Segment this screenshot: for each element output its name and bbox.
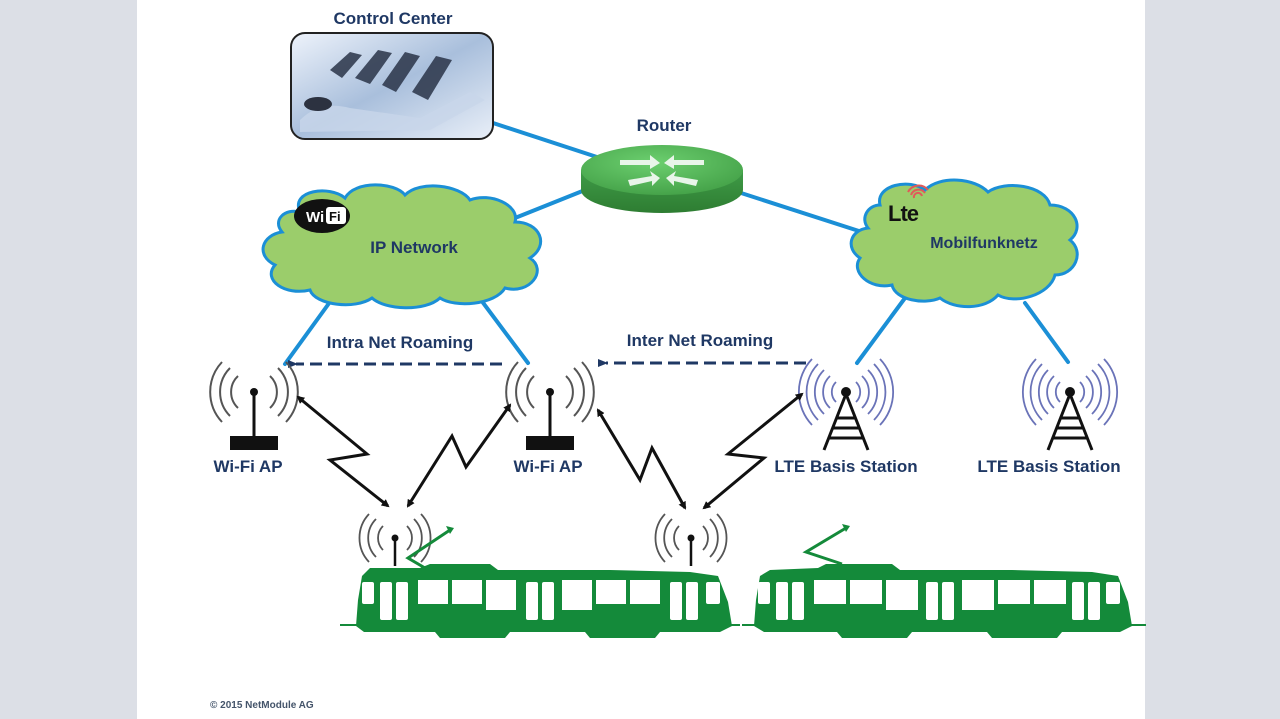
tram-antenna-1 [358,513,432,566]
pantograph-icon [405,528,451,570]
tower-icon [1046,393,1094,451]
wireless-link-lte1-tram2 [702,392,804,510]
wireless-link-ap2-tram2 [596,408,687,510]
ap-base [230,436,278,450]
wifi-waves-icon [505,361,595,423]
wifi-ap-1[interactable]: Wi-Fi AP [209,361,299,476]
wifi-ap-1-label: Wi-Fi AP [213,457,282,476]
tram-1 [340,526,740,638]
wireless-link-ap2-tram [406,403,512,508]
copyright-footer: © 2015 NetModule AG [210,700,314,711]
lte-waves-icon [798,358,894,426]
wifi-waves-icon [209,361,299,423]
ap-base [526,436,574,450]
router-node[interactable]: Router [581,116,743,213]
ip-network-label: IP Network [370,238,458,257]
lte-waves-icon [1022,358,1118,426]
inter-roaming-label: Inter Net Roaming [627,331,773,350]
link-router-ipnetwork [513,186,592,220]
wifi-ap-2[interactable]: Wi-Fi AP [505,361,595,476]
lte-station-2[interactable]: LTE Basis Station [977,358,1121,476]
tram-windows [758,580,1120,620]
link-control-router [488,120,602,160]
monitor-icon [330,50,452,100]
cloud-shape [849,178,1079,309]
tower-icon [822,393,870,451]
svg-text:Wi: Wi [306,209,324,226]
lte-station-1-label: LTE Basis Station [774,457,917,476]
router-arrows-icon [620,155,704,186]
wifi-waves-icon [654,513,728,563]
pantograph-icon [802,526,847,566]
tram-windows [362,580,720,620]
control-center-label: Control Center [334,9,453,28]
router-label: Router [637,116,692,135]
tram-antenna-2 [654,513,728,566]
network-links [283,120,1070,366]
mouse-icon [304,97,332,111]
ip-network-cloud[interactable]: Wi Fi IP Network [261,183,543,310]
lte-logo-icon: Lte [888,184,929,226]
link-ipnetwork-ap2 [476,294,530,365]
tram-2 [742,524,1146,638]
control-center-node[interactable]: Control Center [290,9,494,140]
tower-tip [841,387,851,397]
link-mobilnetz-lte1 [855,296,907,365]
link-mobilnetz-lte2 [1023,301,1070,364]
inter-roaming: Inter Net Roaming [598,331,806,367]
wireless-links [296,392,804,510]
link-ipnetwork-ap1 [283,293,337,366]
keyboard-icon [300,92,485,132]
wifi-logo-icon: Wi Fi [294,199,350,233]
lte-station-2-label: LTE Basis Station [977,457,1120,476]
svg-text:Lte: Lte [888,201,919,226]
wireless-link-ap1-tram [296,395,390,508]
tower-tip [1065,387,1075,397]
lte-station-1[interactable]: LTE Basis Station [774,358,918,476]
mobile-network-cloud[interactable]: Lte Mobilfunknetz [849,178,1079,309]
intra-roaming-label: Intra Net Roaming [327,333,473,352]
router-top [581,145,743,195]
mobile-network-label: Mobilfunknetz [930,235,1038,252]
link-router-mobilnetz [736,190,864,234]
svg-text:Fi: Fi [329,209,341,224]
wifi-ap-2-label: Wi-Fi AP [513,457,582,476]
intra-roaming: Intra Net Roaming [288,333,502,368]
